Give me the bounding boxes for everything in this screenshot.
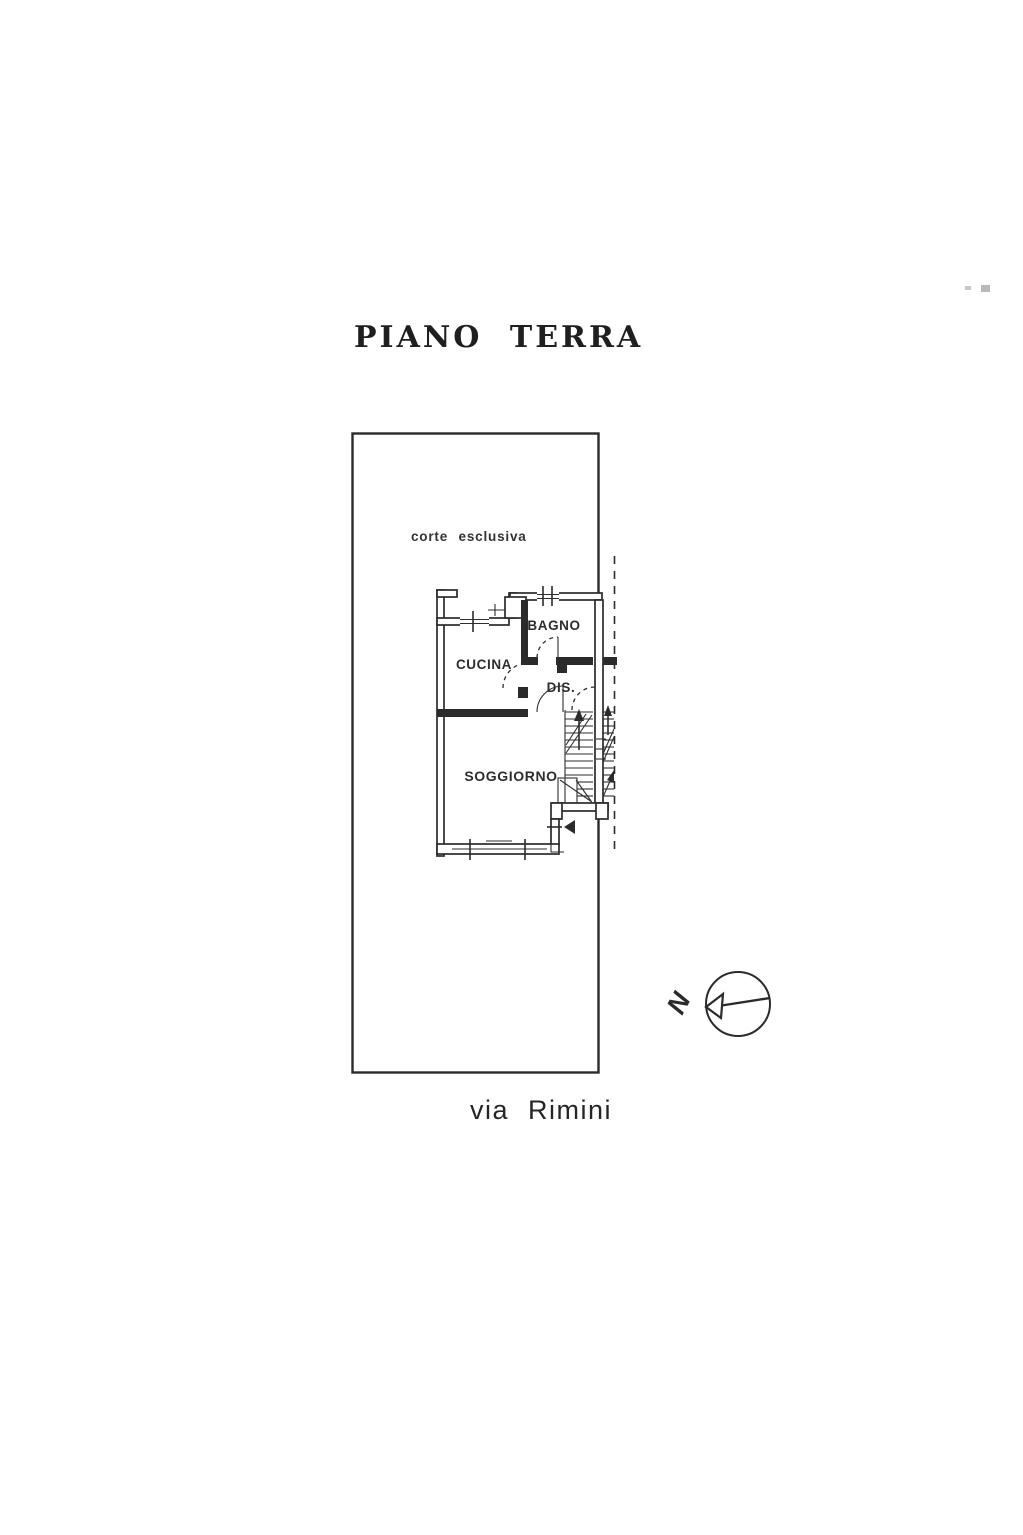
living-room-windows bbox=[452, 839, 547, 860]
room-label-kitchen: CUCINA bbox=[456, 657, 512, 672]
scan-artifact bbox=[965, 285, 990, 292]
compass-circle bbox=[705, 971, 771, 1037]
door-arc-stair-hall bbox=[571, 686, 596, 711]
room-label-hallway: DIS. bbox=[547, 680, 576, 695]
street-label: via Rimini bbox=[470, 1095, 612, 1125]
bathroom-window bbox=[537, 586, 559, 606]
room-label-bathroom: BAGNO bbox=[527, 618, 580, 633]
courtyard-label: corte esclusiva bbox=[411, 529, 527, 544]
compass: N bbox=[661, 971, 771, 1037]
room-label-living-room: SOGGIORNO bbox=[464, 768, 557, 784]
door-arc-living-room bbox=[536, 685, 564, 713]
north-label: N bbox=[661, 987, 697, 1019]
page-title: PIANO TERRA bbox=[354, 320, 643, 355]
north-arrow-head bbox=[704, 991, 725, 1021]
kitchen-window bbox=[460, 611, 489, 632]
flue-block bbox=[488, 596, 527, 619]
under-stair-closet bbox=[557, 777, 593, 804]
stairs bbox=[557, 709, 593, 804]
door-arc-bathroom bbox=[536, 636, 559, 659]
door-arc-kitchen bbox=[502, 662, 529, 689]
neighbor-stairs bbox=[596, 705, 615, 798]
entrance-arrow bbox=[547, 820, 575, 834]
stairs-up-arrow bbox=[574, 709, 584, 750]
